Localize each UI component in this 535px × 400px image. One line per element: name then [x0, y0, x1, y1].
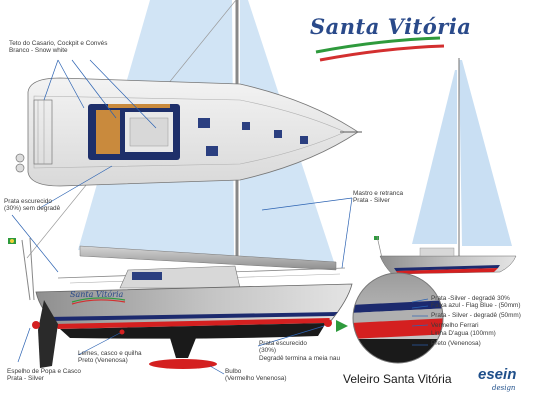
- label-prata-escurecido-line2: (30%) sem degradê: [4, 205, 61, 213]
- label-espelho-line2: Prata - Silver: [7, 375, 44, 383]
- label-lemes-line2: Preto (Venenosa): [78, 357, 128, 365]
- label-mastro-line1: Mastro e retranca: [353, 190, 404, 197]
- detail-prata-silver-50mm: Prata - Silver - degradê (50mm): [431, 311, 521, 319]
- label-prata-degrade: Prata escurecido (30%) Degradê termina a…: [259, 340, 340, 362]
- detail-linha-dagua: Linha D'agua (100mm): [431, 329, 496, 337]
- main-boat-side: [8, 237, 353, 369]
- label-lemes-line1: Lemes, casco e quilha: [78, 350, 142, 357]
- detail-preto-venenosa: Preto (Venenosa): [431, 340, 481, 348]
- label-bulbo-line2: (Vermelho Venenosa): [225, 375, 287, 383]
- leader-lines: [11, 59, 429, 375]
- small-boat: [374, 58, 517, 275]
- detail-faixa-azul: Faixa azul - Flag Blue - (50mm): [431, 302, 521, 310]
- label-prata-escurecido: Prata escurecido (30%) sem degradê: [4, 198, 60, 213]
- brand-swoosh: [315, 36, 445, 62]
- label-espelho: Espelho de Popa e Casco Prata - Silver: [7, 368, 81, 383]
- label-detail: Prata -Silver - degradê 30% Faixa azul -…: [431, 295, 521, 347]
- boom: [79, 245, 337, 271]
- label-prata-degrade-line2: (30%): [259, 347, 277, 355]
- brand-title: Santa Vitória: [310, 14, 472, 39]
- label-prata-degrade-line1: Prata escurecido: [259, 340, 307, 347]
- label-prata-escurecido-line1: Prata escurecido: [4, 198, 52, 205]
- label-lemes: Lemes, casco e quilha Preto (Venenosa): [78, 350, 142, 365]
- detail-prata-silver-degrade: Prata -Silver - degradê 30%: [431, 295, 510, 302]
- label-mastro-line2: Prata - Silver: [353, 197, 390, 205]
- esein-logo-sub: design: [492, 384, 516, 392]
- label-prata-degrade-line3: Degradê termina a meia nau: [259, 354, 340, 362]
- label-bulbo: Bulbo (Vermelho Venenosa): [225, 368, 286, 383]
- label-bulbo-line1: Bulbo: [225, 368, 242, 375]
- bulb: [149, 359, 217, 369]
- hull-lettering: Santa Vitória: [70, 290, 124, 299]
- label-deck: Teto do Casario, Cockpit e Convés Branco…: [9, 40, 107, 55]
- label-espelho-line1: Espelho de Popa e Casco: [7, 368, 81, 375]
- label-deck-line2: Branco - Snow white: [9, 47, 68, 55]
- label-deck-line1: Teto do Casario, Cockpit e Convés: [9, 40, 108, 47]
- keel: [60, 323, 326, 339]
- detail-vermelho-ferrari: Vermelho Ferrari: [431, 322, 479, 330]
- label-mastro: Mastro e retranca Prata - Silver: [353, 190, 403, 205]
- diagram-title: Veleiro Santa Vitória: [343, 372, 452, 386]
- rudder: [38, 300, 58, 368]
- deck-plan: [15, 77, 362, 187]
- esein-logo: esein: [478, 366, 517, 383]
- fin-keel: [170, 338, 196, 358]
